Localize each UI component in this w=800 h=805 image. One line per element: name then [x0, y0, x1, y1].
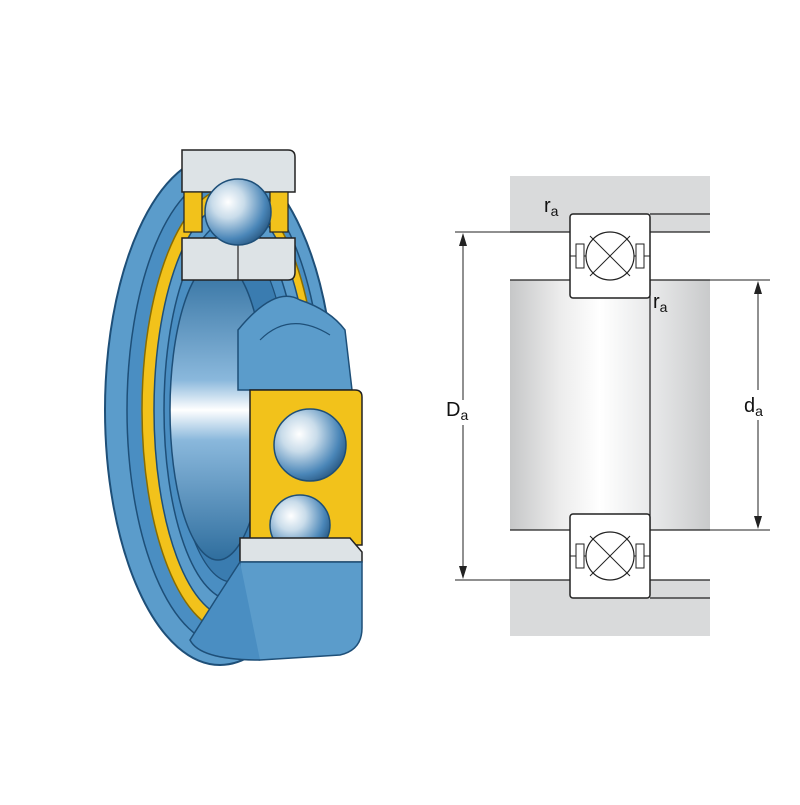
bearing-illustration: [104, 149, 363, 666]
inner-ring-cut-face: [237, 295, 353, 391]
front-ball-upper: [273, 408, 347, 482]
label-Da: Da: [446, 399, 469, 423]
bottom-outer-ring-section: [239, 537, 363, 563]
dimension-da: [710, 279, 770, 531]
shaft: [510, 280, 710, 530]
bearing-section-top: [569, 213, 651, 299]
bearing-section-bottom: [569, 513, 651, 599]
label-da: da: [744, 395, 763, 419]
outer-ring-front-face: [239, 561, 363, 661]
label-ra-top: ra: [544, 195, 559, 219]
top-cage-left: [183, 191, 203, 233]
label-ra-mid: ra: [653, 291, 668, 315]
top-outer-ring-section: [181, 149, 296, 193]
section-drawing: [455, 176, 770, 636]
top-cage-right: [269, 191, 289, 233]
dimension-Da: [455, 231, 510, 581]
top-ball: [204, 178, 272, 246]
